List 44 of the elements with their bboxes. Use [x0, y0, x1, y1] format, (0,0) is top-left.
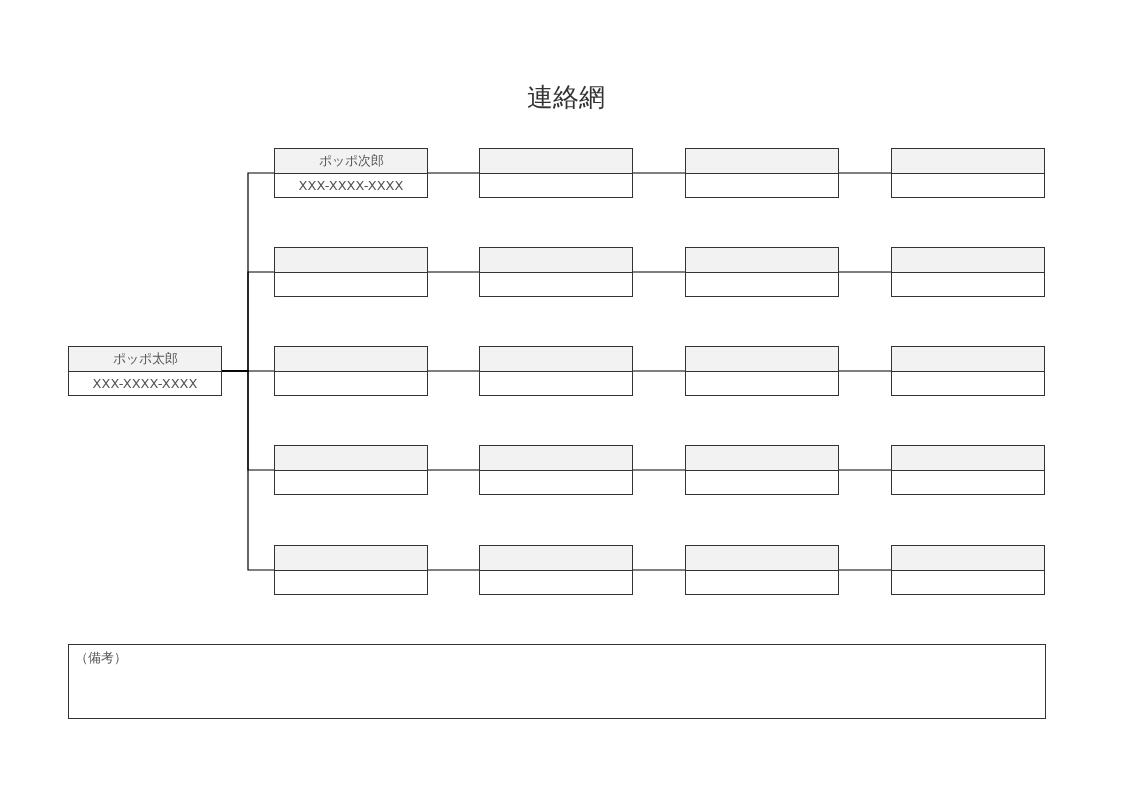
- contact-box: [479, 445, 633, 495]
- connector-line: [427, 271, 480, 273]
- phone-text: XXX-XXXX-XXXX: [298, 178, 404, 193]
- connector-line: [427, 469, 480, 471]
- connector-line: [427, 370, 480, 372]
- contact-box: [891, 148, 1045, 198]
- contact-box: [685, 346, 839, 396]
- contact-box: [479, 247, 633, 297]
- connector-line: [838, 172, 892, 174]
- notes-box: [68, 644, 1046, 719]
- connector-line: [838, 271, 892, 273]
- connector-line: [221, 370, 275, 571]
- connector-line: [427, 172, 480, 174]
- contact-box: [274, 247, 428, 297]
- contact-box: [68, 346, 222, 396]
- contact-box: [891, 545, 1045, 595]
- contact-box: [274, 148, 428, 198]
- connector-line: [427, 569, 480, 571]
- name-text: ポッポ次郎: [318, 153, 384, 168]
- contact-box: [479, 148, 633, 198]
- contact-box: [891, 247, 1045, 297]
- name-text: ポッポ太郎: [112, 351, 178, 366]
- connector-line: [632, 172, 686, 174]
- contact-box: [685, 545, 839, 595]
- connector-line: [632, 271, 686, 273]
- connector-line: [838, 569, 892, 571]
- contact-box: [685, 148, 839, 198]
- contact-box: [274, 445, 428, 495]
- connector-line: [632, 469, 686, 471]
- connector-line: [632, 370, 686, 372]
- contact-box: [274, 545, 428, 595]
- connector-line: [632, 569, 686, 571]
- contact-box: [479, 346, 633, 396]
- contact-box: [479, 545, 633, 595]
- notes-label: （備考）: [75, 649, 127, 667]
- phone-text: XXX-XXXX-XXXX: [92, 376, 198, 391]
- contact-box: [891, 346, 1045, 396]
- connector-line: [838, 370, 892, 372]
- contact-box: [685, 247, 839, 297]
- contact-box: [685, 445, 839, 495]
- contact-box: [891, 445, 1045, 495]
- connector-line: [838, 469, 892, 471]
- title: 連絡網: [526, 81, 605, 114]
- contact-box: [274, 346, 428, 396]
